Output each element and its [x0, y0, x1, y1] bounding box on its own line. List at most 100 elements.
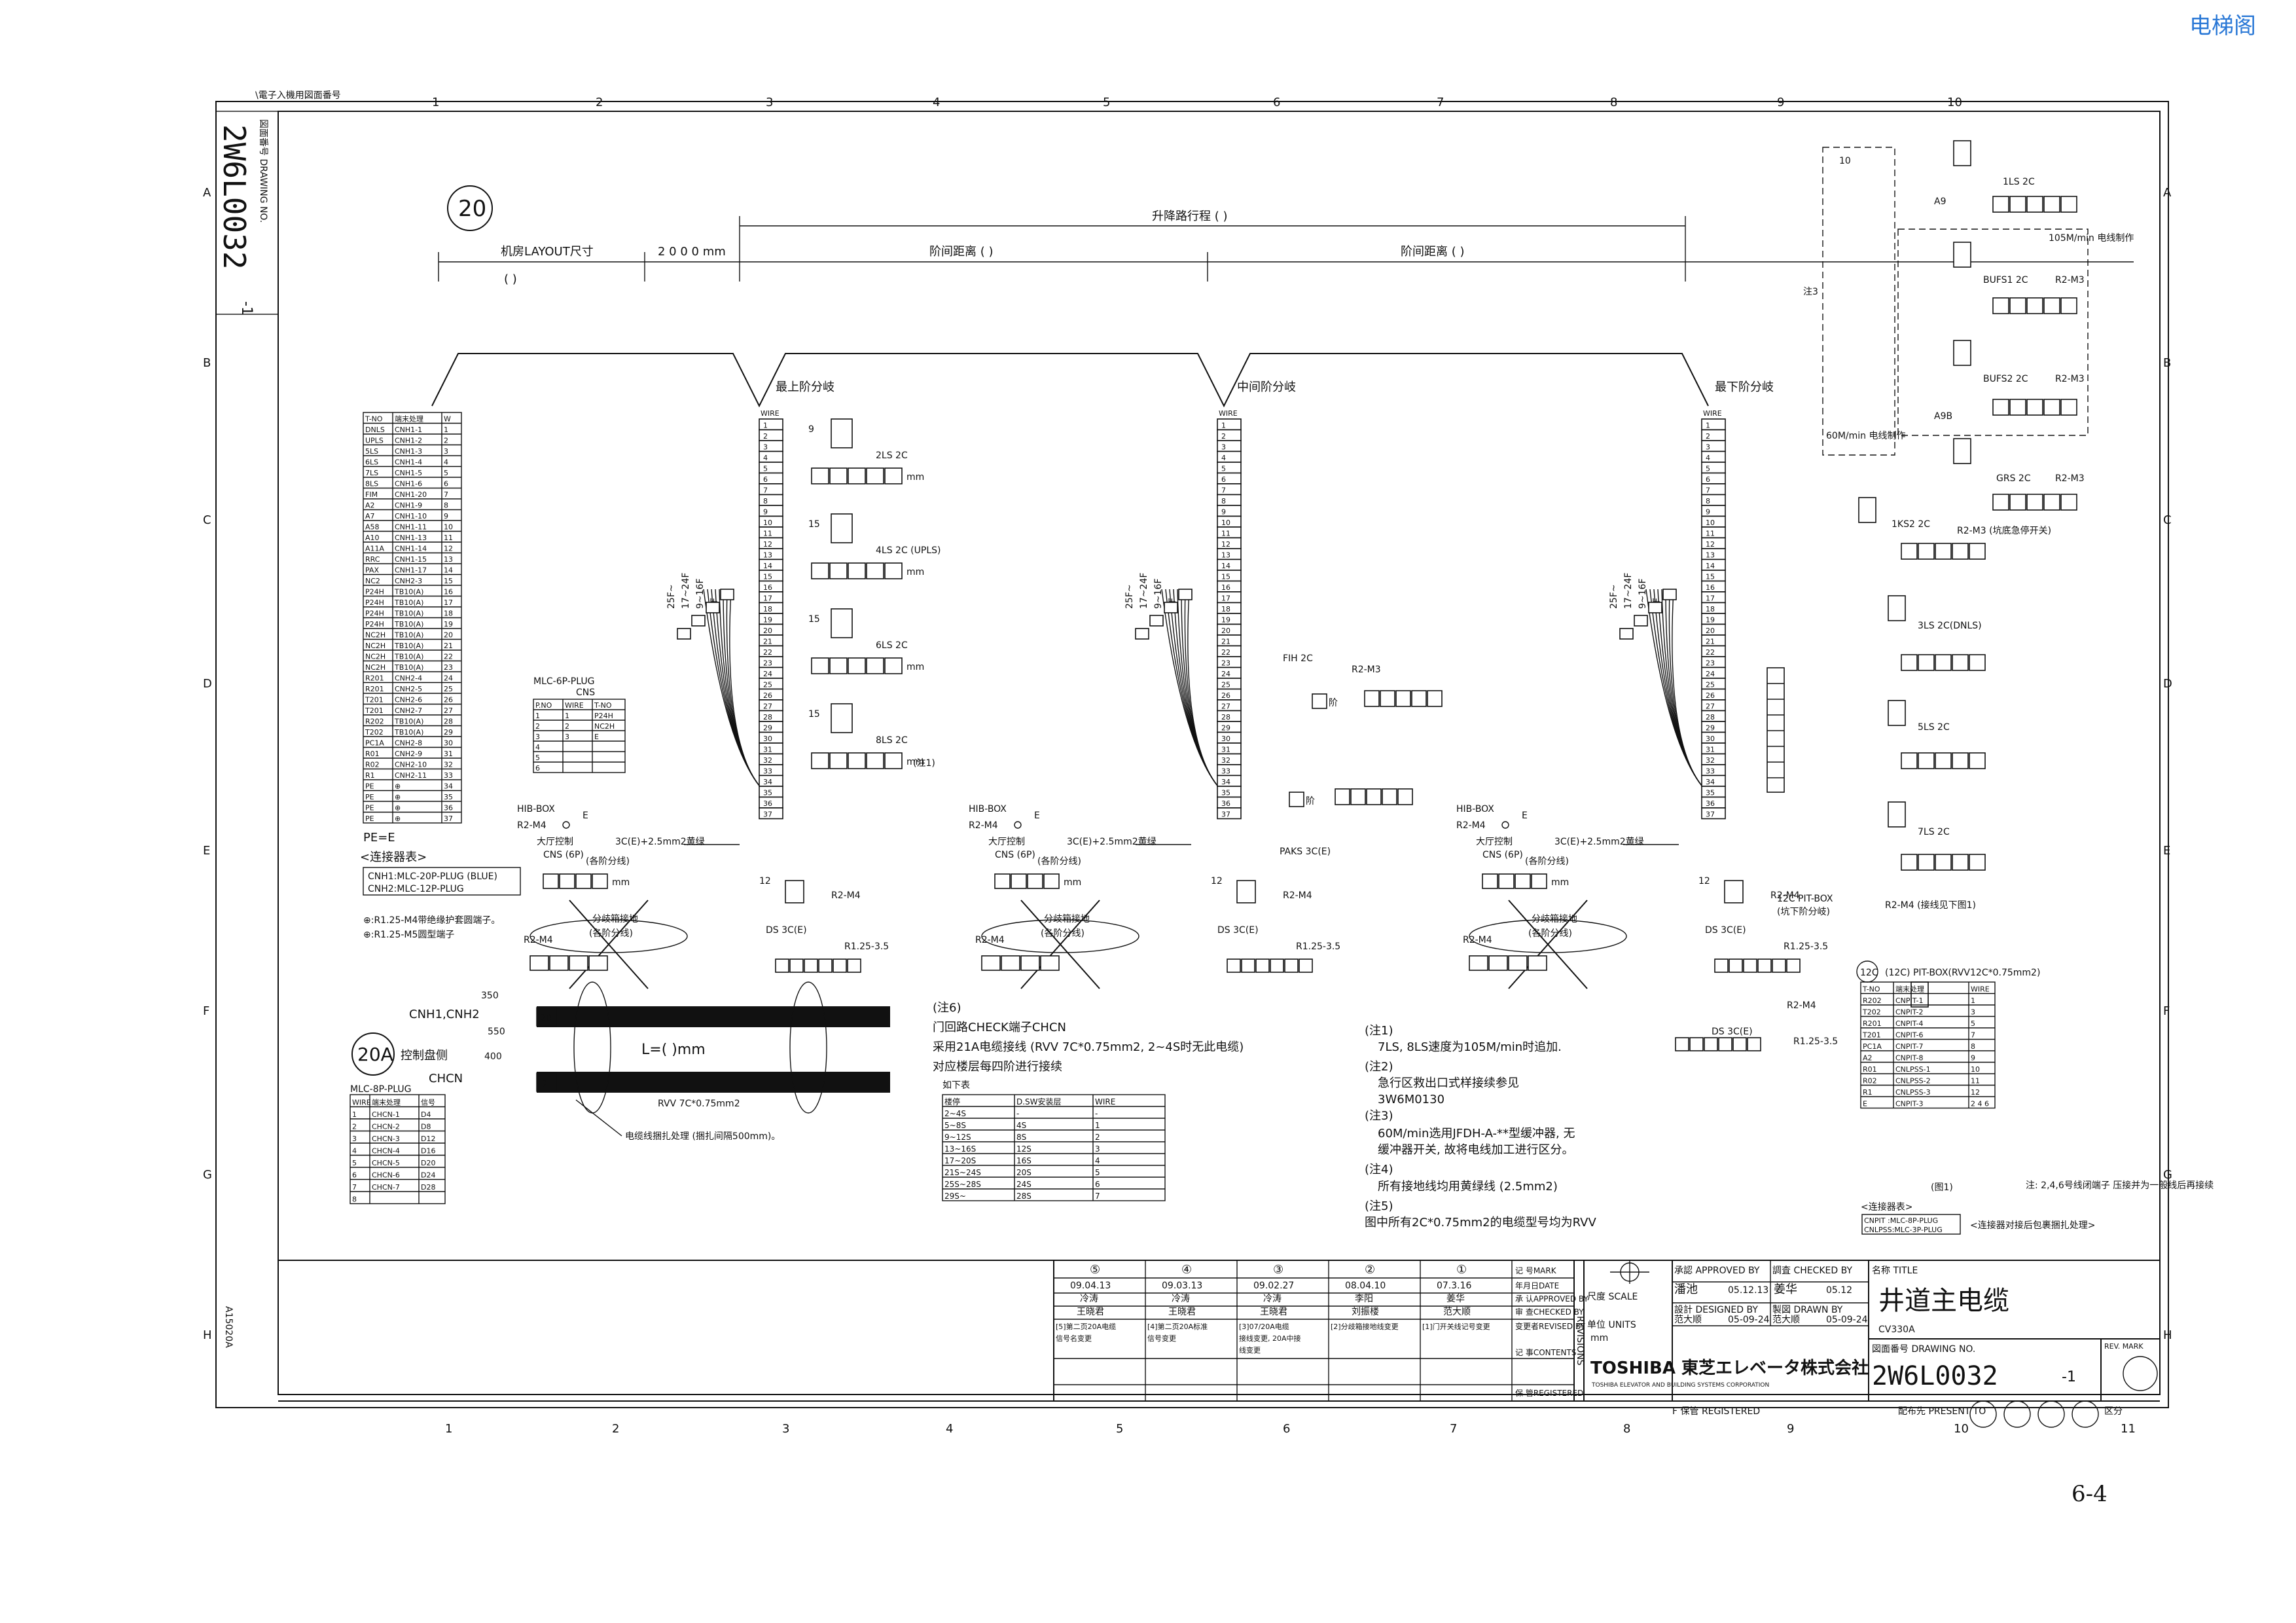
strip-terminal: 30 [1706, 735, 1715, 743]
connector-title: <连接器表> [360, 850, 427, 864]
length-box [1952, 854, 1969, 871]
note6-table-cell: 5 [1095, 1168, 1100, 1177]
terminal-table-cell: 35 [444, 793, 453, 801]
length-box [2060, 494, 2077, 511]
note6-table-cell: 2 [1095, 1133, 1100, 1142]
revision-checker: 王晓君 [1168, 1307, 1196, 1317]
note6-table-cell: 20S [1016, 1168, 1031, 1177]
note6-table-cell: 25S~28S [944, 1180, 981, 1189]
terminal-table-cell: CNH2-7 [395, 706, 422, 715]
cns-label: CNS (6P) [1482, 850, 1523, 860]
approved-name: 潘池 [1674, 1283, 1698, 1296]
bufs1-r2m3: R2-M3 [2055, 275, 2085, 285]
dimension-lines [438, 216, 2134, 282]
strip-terminal: 29 [1221, 724, 1230, 733]
strip-terminal: 13 [1706, 551, 1715, 560]
note6-table-cell: - [1095, 1109, 1098, 1118]
strip-terminal: 13 [1221, 551, 1230, 560]
panel-table-cell: 7 [352, 1183, 357, 1192]
bus-group-label: 17~24F [1139, 573, 1149, 609]
terminal-table-cell: 31 [444, 750, 453, 758]
device-box [1888, 700, 1906, 726]
column-marker-top: 6 [1273, 96, 1280, 109]
length-box [1969, 543, 1986, 560]
note6-table-border [942, 1094, 1166, 1201]
revision-row-label: 变更者REVISED BY [1515, 1321, 1585, 1331]
d550: 550 [488, 1027, 505, 1037]
panel-cnh: CNH1,CNH2 [409, 1008, 480, 1021]
bus-group-label: 17~24F [1623, 573, 1634, 609]
revision-checker: 刘振楼 [1352, 1307, 1379, 1317]
ils-label: 1LS 2C [2003, 177, 2035, 187]
revision-mark: ③ [1273, 1263, 1283, 1277]
terminal-table-cell: P24H [365, 610, 384, 618]
cable-20-num: 20 [540, 1013, 552, 1024]
length-box [2043, 399, 2060, 416]
terminal-table-cell: R202 [365, 718, 384, 726]
terminal-table-cell: NC2 [365, 577, 380, 585]
row-marker-left: F [203, 1004, 209, 1018]
strip-terminal: 20 [1221, 627, 1230, 635]
terminal-table-cell: 14 [444, 566, 453, 575]
strip-terminal: 35 [1706, 789, 1715, 797]
panel-table-cell: 4 [352, 1147, 357, 1156]
fih-label: FIH 2C [1283, 653, 1313, 664]
cns-table-header: P.NO [535, 701, 552, 710]
main-trunk-cable [431, 353, 1709, 408]
terminal-table-cell: CNH1-4 [395, 458, 422, 467]
b105-label: 105M/min 电线制作 [2049, 233, 2134, 244]
length-box [1935, 654, 1952, 671]
strip-terminal: 2 [763, 432, 768, 441]
strip-terminal: 23 [1221, 659, 1230, 668]
strip-terminal: 36 [1706, 799, 1715, 808]
note6-table-cell: 5~8S [944, 1121, 966, 1130]
strip-terminal: 7 [1706, 486, 1710, 495]
strip-terminal: 7 [1221, 486, 1226, 495]
panel-table-cell: D4 [421, 1110, 431, 1119]
strip-terminal: 27 [1706, 702, 1715, 711]
length-box [1935, 543, 1952, 560]
strip-terminal: 35 [763, 789, 772, 797]
hib-r2m4: R2-M4 [969, 820, 998, 831]
row-marker-right: D [2163, 677, 2172, 691]
panel-chcn: CHCN [429, 1072, 463, 1085]
terminal-table-cell: CNH1-10 [395, 512, 427, 520]
row-marker-right: A [2163, 186, 2172, 200]
terminal-table-cell: ⊕ [395, 782, 401, 791]
panel-table-cell: D28 [421, 1183, 435, 1192]
strip-terminal: 20 [763, 627, 772, 635]
strip-terminal: 17 [763, 594, 772, 603]
strip-header: WIRE [1219, 409, 1238, 418]
drawing-no: 2W6L0032 [1872, 1361, 1998, 1391]
strip-terminal: 20 [1706, 627, 1715, 635]
strip-terminal: 12 [1221, 540, 1230, 549]
revision-desc: 线变更 [1239, 1345, 1261, 1355]
strip-terminal: 17 [1221, 594, 1230, 603]
revision-checker: 范大顺 [1443, 1306, 1471, 1317]
terminal-table-cell: 12 [444, 545, 453, 553]
sheet-label: 区分 [2104, 1406, 2123, 1417]
ds-r2m4: R2-M4 [1283, 890, 1312, 901]
strip-terminal: 6 [1706, 475, 1710, 484]
cns-table-cell: 4 [535, 743, 540, 752]
strip-terminal: 24 [763, 670, 772, 678]
hib-box-label: HIB-BOX [1456, 804, 1494, 814]
branch-terminal-strips: WIRE123456789101112131415161718192021222… [666, 409, 1726, 820]
present-to-label: 配布先 PRESENT TO [1898, 1406, 1986, 1417]
cns-table-cell: 2 [565, 722, 569, 731]
pit-conn-row-2: CNLPSS:MLC-3P-PLUG [1864, 1226, 1943, 1234]
terminal-table-cell: CNH1-3 [395, 447, 422, 456]
length-box [2009, 297, 2026, 314]
bufs2-label: BUFS2 2C [1983, 374, 2028, 384]
branch-mid-label: 中间阶分岐 [1237, 380, 1296, 394]
column-marker-top: 5 [1103, 96, 1110, 109]
pit-table-cell: E [1863, 1100, 1867, 1108]
row-marker-right: H [2163, 1328, 2172, 1342]
length-box [2026, 196, 2043, 213]
terminal-table-cell: 22 [444, 653, 453, 661]
length-box [2026, 297, 2043, 314]
